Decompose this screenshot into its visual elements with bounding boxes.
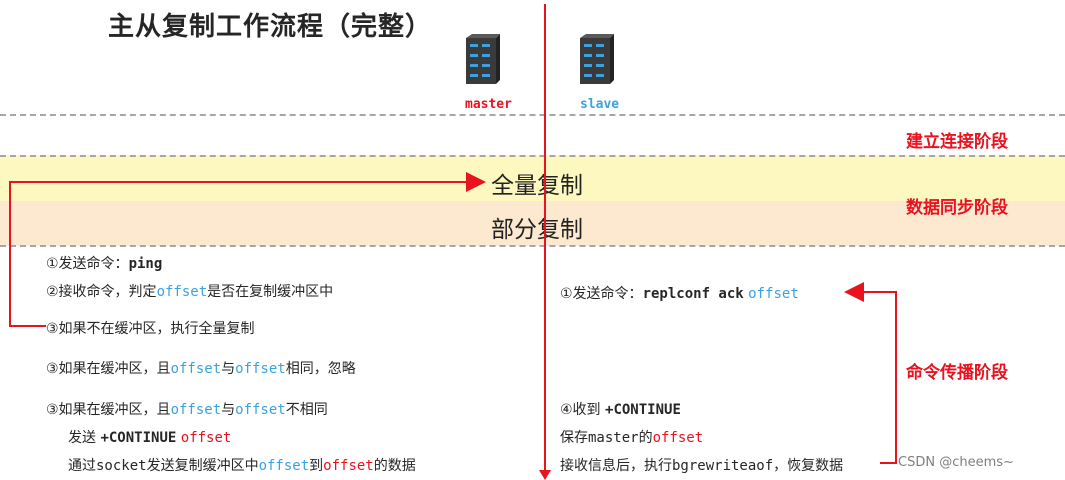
- master-step-3a: ③如果不在缓冲区，执行全量复制: [46, 318, 255, 338]
- step-text: 不相同: [285, 402, 328, 418]
- timeline-arrowhead: [539, 470, 551, 480]
- slave-label: slave: [580, 97, 620, 112]
- continue-command: +CONTINUE: [100, 430, 177, 446]
- full-sync-label: 全量复制: [491, 173, 583, 199]
- full-sync-loop-arrow: [9, 172, 486, 327]
- continue-command: +CONTINUE: [605, 402, 681, 418]
- step-text: ④收到: [560, 402, 606, 418]
- bgrewriteaof-token: bgrewriteaof: [672, 458, 774, 474]
- connect-top-divider: [0, 114, 1065, 116]
- offset-token: offset: [180, 430, 232, 446]
- step-text: 相同，忽略: [285, 361, 356, 377]
- offset-token: offset: [748, 286, 799, 302]
- offset-token: offset: [652, 430, 704, 446]
- sync-band-full: [0, 155, 1065, 201]
- slave-server-icon: [580, 34, 614, 84]
- stage-sync-label: 数据同步阶段: [906, 198, 1008, 218]
- step-text: 的数据: [373, 458, 416, 474]
- offset-token: offset: [323, 458, 374, 474]
- offset-token: offset: [170, 361, 222, 377]
- slave-recover-data: 接收信息后，执行bgrewriteaof，恢复数据: [560, 455, 843, 475]
- stage-propagate-label: 命令传播阶段: [906, 363, 1008, 383]
- replconf-command: replconf ack: [642, 286, 744, 302]
- step-text: ③如果在缓冲区，且: [46, 361, 171, 377]
- csdn-watermark: CSDN @cheems~: [898, 455, 1014, 470]
- page-title: 主从复制工作流程（完整）: [108, 12, 433, 42]
- stage-connect-label: 建立连接阶段: [906, 132, 1008, 152]
- step-text: 与: [221, 402, 236, 418]
- step-text: ③如果不在缓冲区，执行全量复制: [46, 321, 255, 337]
- step-text: ②接收命令，判定: [46, 284, 157, 300]
- offset-token: offset: [170, 402, 222, 418]
- step-text: 的: [638, 430, 653, 446]
- master-step-1: ①发送命令：ping: [46, 253, 162, 273]
- master-send-buffer: 通过socket发送复制缓冲区中offset到offset的数据: [68, 455, 416, 475]
- step-text: 接收信息后，执行: [560, 458, 672, 474]
- step-text: 是否在复制缓冲区中: [207, 284, 334, 300]
- master-server-icon: [466, 34, 500, 84]
- master-step-3b: ③如果在缓冲区，且offset与offset相同，忽略: [46, 358, 356, 378]
- sync-bottom-divider: [0, 245, 1065, 247]
- slave-step-4: ④收到 +CONTINUE: [560, 399, 681, 419]
- propagate-loop-arrow: [844, 282, 897, 464]
- step-text: 到: [309, 458, 324, 474]
- master-token: master: [588, 430, 639, 446]
- offset-token: offset: [258, 458, 310, 474]
- step-text: ③如果在缓冲区，且: [46, 402, 171, 418]
- ping-command: ping: [128, 256, 163, 272]
- step-text: 发送: [68, 430, 101, 446]
- step-text: 通过: [68, 458, 96, 474]
- step-text: 发送复制缓冲区中: [146, 458, 259, 474]
- master-label: master: [465, 97, 512, 112]
- step-text: ①发送命令：: [560, 286, 643, 302]
- sync-band-partial: [0, 201, 1065, 246]
- slave-step-1: ①发送命令：replconf ack offset: [560, 283, 799, 303]
- socket-token: socket: [96, 458, 147, 474]
- offset-token: offset: [235, 361, 286, 377]
- step-text: 与: [221, 361, 236, 377]
- master-send-continue: 发送 +CONTINUE offset: [68, 427, 231, 447]
- partial-sync-label: 部分复制: [491, 217, 583, 243]
- step-text: ，恢复数据: [773, 458, 844, 474]
- master-step-3c: ③如果在缓冲区，且offset与offset不相同: [46, 399, 328, 419]
- offset-token: offset: [156, 284, 208, 300]
- step-text: ①发送命令：: [46, 256, 129, 272]
- offset-token: offset: [235, 402, 286, 418]
- sync-top-divider: [0, 155, 1065, 157]
- master-step-2: ②接收命令，判定offset是否在复制缓冲区中: [46, 281, 333, 301]
- slave-save-offset: 保存master的offset: [560, 427, 703, 447]
- step-text: 保存: [560, 430, 588, 446]
